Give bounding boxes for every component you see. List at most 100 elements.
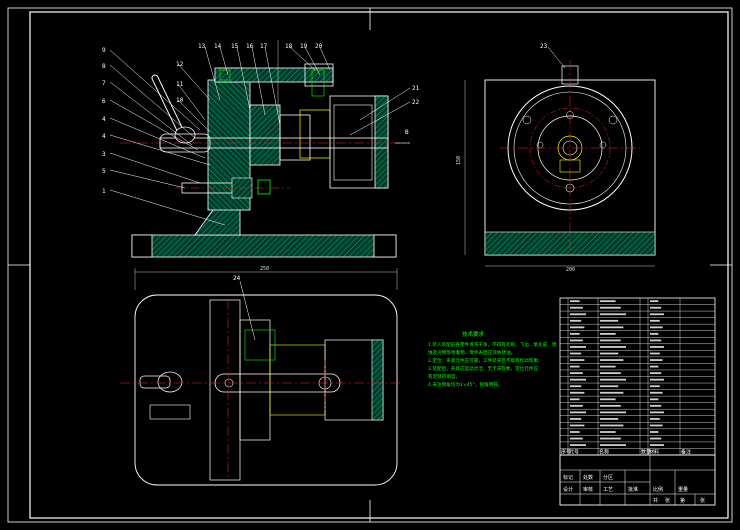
part-label: 4 (102, 133, 106, 140)
table-cell-text (600, 437, 621, 440)
table-cell-text (600, 418, 619, 420)
base-plate (131, 234, 397, 258)
title-cell: 共 (653, 497, 658, 504)
table-cell-text (600, 378, 626, 381)
table-cell-text (650, 359, 663, 361)
table-cell-text (600, 444, 626, 446)
table-header-cell: 材料 (649, 449, 659, 456)
table-header-cell: 备注 (681, 449, 691, 456)
table-cell-text (650, 365, 659, 368)
table-cell-text (600, 313, 626, 316)
part-label: 13 (198, 43, 206, 50)
table-cell-text (650, 378, 664, 381)
part-label: 15 (231, 43, 239, 50)
table-cell-text (600, 391, 624, 394)
table-cell-text (570, 418, 582, 420)
part-label: 22 (412, 99, 420, 106)
table-header-cell: 数量 (641, 449, 651, 456)
table-cell-text (570, 326, 585, 329)
table-cell-text (570, 306, 583, 309)
table-cell-text (570, 372, 583, 375)
table-cell-text (650, 424, 663, 427)
table-cell-text (600, 319, 619, 322)
table-cell-text (650, 313, 664, 316)
table-cell-text (570, 313, 586, 316)
table-cell-text (650, 437, 662, 440)
part-label: 7 (102, 80, 106, 87)
title-cell: 张 (665, 497, 670, 504)
part-label: 4 (102, 116, 106, 123)
table-cell-text (650, 326, 663, 329)
title-cell: 批准 (628, 486, 638, 493)
table-cell-text (600, 411, 626, 414)
table-cell-text (570, 339, 583, 342)
title-cell: 分区 (603, 474, 613, 481)
note-line: 1.装入装配前各零件清洗干净，不得有毛刺、飞边、氧化皮、锈 (428, 341, 557, 348)
table-cell-text (600, 346, 626, 348)
table-cell-text (650, 418, 660, 420)
title-cell: 重量 (678, 486, 688, 493)
table-cell-text (600, 431, 616, 433)
side-view: 23 200 150 (456, 43, 656, 273)
table-cell-text (600, 404, 621, 407)
table-cell-text (600, 306, 621, 309)
part-label: 8 (102, 63, 106, 70)
table-header-cell: 代号 (569, 449, 579, 456)
title-cell: 处数 (583, 474, 593, 481)
table-cell-text (570, 300, 580, 303)
part-label: 21 (412, 85, 420, 92)
drawing-frame (7, 7, 733, 523)
part-label: 10 (176, 97, 184, 104)
table-cell-text (650, 346, 664, 348)
part-label: 23 (540, 43, 548, 50)
title-cell: 设计 (563, 486, 573, 493)
part-label: 18 (285, 43, 293, 50)
table-cell-text (650, 431, 659, 433)
title-cell: 审核 (583, 486, 593, 493)
part-label: 3 (102, 151, 106, 158)
table-header-cell: 序号 (561, 449, 571, 456)
table-cell-text (570, 319, 582, 322)
table-cell-text (600, 424, 624, 427)
top-base-outline (134, 294, 398, 486)
table-cell-text (600, 300, 616, 303)
table-cell-text (570, 431, 580, 433)
title-block: 标记 处数 分区 设计 审核 工艺 批准 比例 重量 共 张 第 张 (559, 454, 716, 506)
part-label: 17 (260, 43, 268, 50)
table-cell-text (570, 385, 582, 388)
table-cell-text (650, 339, 662, 342)
top-width-dimension: 250 (260, 266, 269, 272)
table-cell-text (650, 372, 662, 375)
table-cell-text (650, 300, 659, 303)
title-cell: 工艺 (603, 487, 613, 493)
part-label: 24 (233, 275, 241, 282)
table-cell-text (570, 411, 586, 414)
table-cell-text (600, 326, 624, 329)
part-label: 12 (176, 61, 184, 68)
table-cell-text (570, 346, 586, 348)
part-label: 6 (102, 98, 106, 105)
width-dimension: 200 (566, 267, 575, 273)
table-cell-text (570, 365, 580, 368)
table-cell-text (570, 444, 586, 446)
table-cell-text (570, 437, 583, 440)
table-cell-text (570, 332, 580, 335)
table-cell-text (650, 404, 662, 407)
table-cell-text (650, 306, 662, 309)
part-label: 19 (300, 43, 308, 50)
table-header-cell: 名称 (599, 449, 609, 456)
table-cell-text (570, 391, 585, 394)
part-label: 14 (214, 43, 222, 50)
table-cell-text (650, 332, 659, 335)
part-label: 9 (102, 47, 106, 54)
height-dimension: 150 (456, 156, 462, 165)
note-line: 3.装配后，夹具应运动灵活，无卡滞现象，定位元件应 (428, 365, 538, 372)
note-line: 蚀及污物等附着物，零件表面应涂防锈油。 (428, 349, 515, 356)
part-label: 5 (102, 168, 106, 175)
table-cell-text (650, 398, 659, 401)
part-label: 11 (176, 81, 184, 88)
table-cell-text (650, 319, 660, 322)
title-cell: 第 (680, 497, 685, 504)
